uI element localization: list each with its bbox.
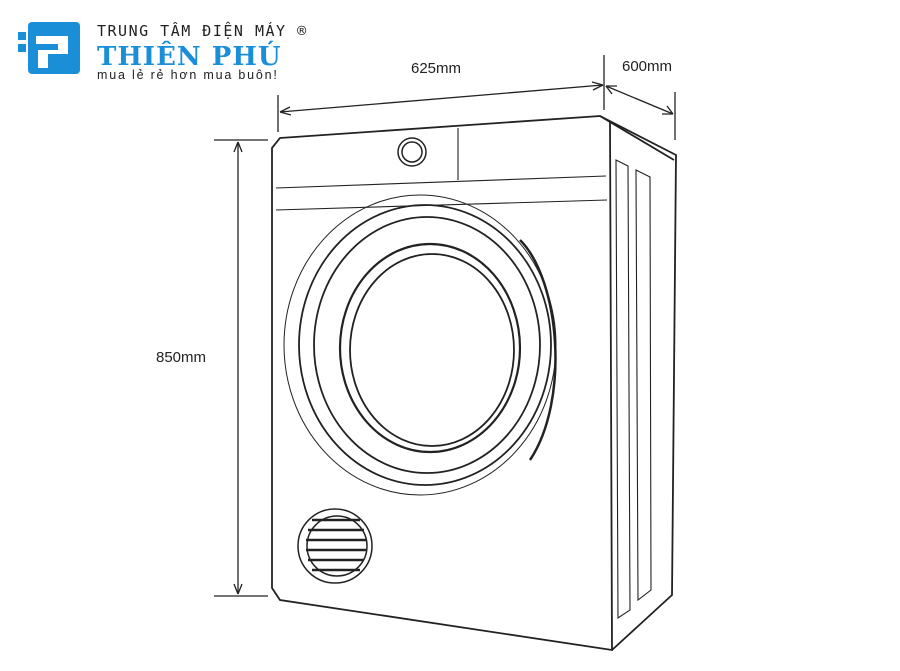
height-dimension-line bbox=[214, 139, 268, 597]
depth-dimension-line bbox=[605, 85, 676, 140]
program-knob bbox=[397, 137, 427, 167]
logo-top-text: TRUNG TÂM ĐIỆN MÁY ® bbox=[97, 22, 308, 40]
dryer-body bbox=[271, 115, 677, 652]
door bbox=[283, 194, 557, 496]
depth-label: 600mm bbox=[622, 58, 673, 75]
logo-brand-name: THIÊN PHÚ bbox=[97, 42, 282, 72]
control-panel bbox=[275, 128, 608, 211]
air-vent bbox=[297, 508, 373, 584]
logo-icon bbox=[18, 22, 80, 74]
width-dimension-line bbox=[277, 55, 605, 132]
height-label: 850mm bbox=[156, 349, 207, 366]
logo-slogan: mua lẻ rẻ hơn mua buôn! bbox=[97, 68, 279, 82]
width-label: 625mm bbox=[411, 60, 462, 77]
side-panels bbox=[615, 159, 652, 620]
